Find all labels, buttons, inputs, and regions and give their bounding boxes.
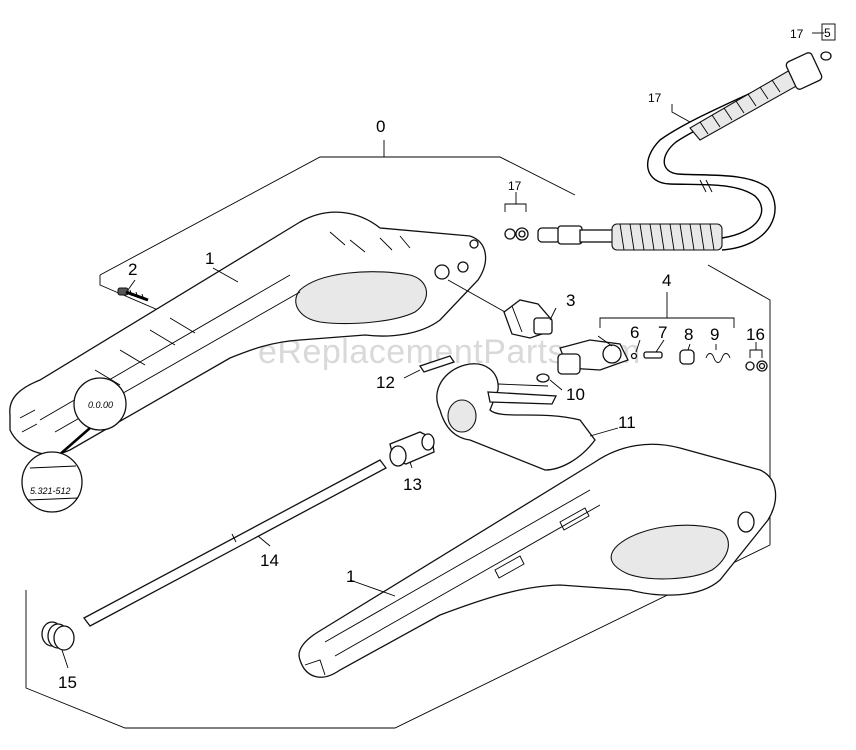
callout-3: 3 [566,291,575,310]
valve-part-8 [679,349,695,365]
o-rings-part-17[interactable] [504,227,529,241]
callout-15: 15 [58,673,77,692]
callout-12: 12 [376,373,395,392]
callout-17-mid: 17 [508,179,522,193]
callout-11: 11 [618,413,636,432]
callout-9: 9 [710,325,719,344]
leader-lines [61,32,824,669]
spring-part-15[interactable] [41,621,75,651]
callout-1-bottom: 1 [346,567,355,586]
connector-part-3[interactable] [447,279,553,339]
pin-part-12[interactable] [418,355,456,373]
valve-assembly-part-4[interactable] [557,292,735,375]
callout-16: 16 [746,325,765,344]
pin-part-7 [643,351,663,359]
svg-text:0.0.00: 0.0.00 [88,400,113,410]
screw-part-2[interactable] [117,287,149,302]
o-ring-part-10[interactable] [536,373,550,383]
callout-17-hose: 17 [648,91,662,105]
bushing-part-13[interactable] [389,431,435,467]
callout-5: 5 [824,26,831,40]
callout-13: 13 [403,475,422,494]
callout-1-top: 1 [205,249,214,268]
spring-part-9 [705,353,731,363]
callout-7: 7 [658,323,667,342]
handle-half-lower[interactable] [298,443,777,678]
callout-labels: 0 1 2 3 4 6 7 8 9 16 10 11 12 13 14 15 1… [58,27,804,692]
callout-14: 14 [260,551,279,570]
ball-part-6 [630,352,638,360]
rod-part-14[interactable] [83,459,387,627]
o-ring-part-16a [745,361,755,371]
callout-10: 10 [566,385,585,404]
detail-magnifier: 5.321-512 [21,427,91,513]
detail-part-number: 5.321-512 [30,486,71,496]
callout-4: 4 [662,271,671,290]
hose-connector[interactable] [537,223,723,251]
callout-0: 0 [376,117,385,136]
callout-2: 2 [128,260,137,279]
small-parts-row[interactable] [630,349,768,372]
trigger-part-11[interactable] [436,363,596,471]
callout-5-box: 5 [821,23,836,41]
handle-half-upper[interactable]: 0.0.00 [9,211,487,456]
callout-8: 8 [684,325,693,344]
assembly-outline [25,140,771,729]
callout-17-top: 17 [790,27,804,41]
callout-6: 6 [630,323,639,342]
high-pressure-hose[interactable] [647,51,832,251]
